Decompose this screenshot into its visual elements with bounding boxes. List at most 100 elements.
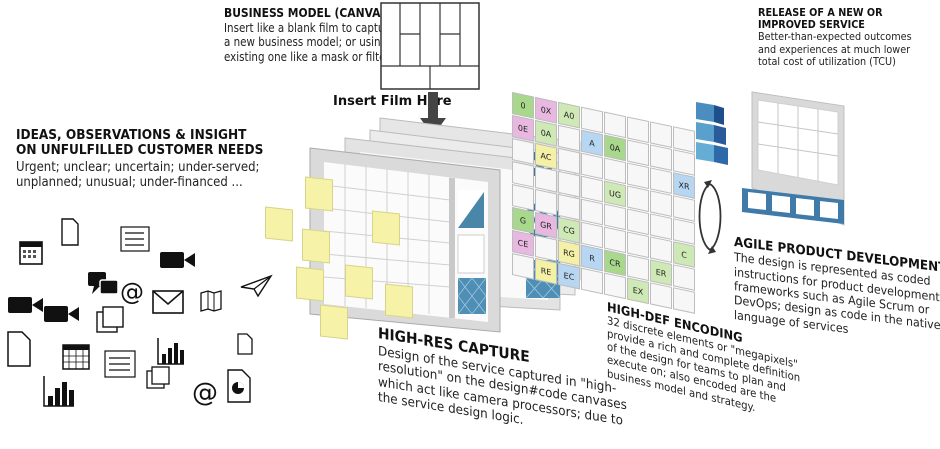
code-cell: 0E	[512, 115, 534, 142]
code-cell	[604, 203, 626, 231]
code-cell	[558, 193, 580, 221]
code-cell	[558, 147, 580, 175]
code-cell: EC	[558, 262, 580, 290]
code-cell: 0A	[535, 119, 557, 147]
sticky-note	[305, 176, 333, 212]
code-cell	[558, 170, 580, 198]
release-body-1: Better-than-expected outcomes	[758, 31, 912, 44]
code-cell: CR	[604, 249, 626, 277]
ideas-title-1: IDEAS, OBSERVATIONS & INSIGHT	[16, 127, 247, 143]
code-cell: RG	[558, 239, 580, 267]
code-cell	[535, 165, 557, 193]
business-model-line-3: existing one like a mask or filter	[224, 49, 390, 64]
code-cell: 0X	[535, 96, 557, 124]
release-title-1: RELEASE OF A NEW OR	[758, 7, 883, 19]
sticky-note	[372, 210, 400, 246]
code-cell: R	[581, 244, 603, 272]
paper-plane-icon	[240, 274, 273, 298]
highres-label: HIGH-RES CAPTURE Design of the service c…	[378, 324, 638, 447]
cycle-arrows-icon	[698, 180, 722, 254]
code-cell	[604, 226, 626, 254]
code-cell: CG	[558, 216, 580, 244]
code-cell: A0	[558, 101, 580, 129]
code-cell	[673, 149, 695, 176]
code-cell: GR	[535, 211, 557, 239]
business-model-label: BUSINESS MODEL (CANVAS) Insert like a bl…	[224, 5, 403, 64]
business-model-line-1: Insert like a blank film to capture	[224, 20, 395, 35]
release-label: RELEASE OF A NEW OR IMPROVED SERVICE Bet…	[758, 7, 933, 69]
code-cell	[673, 287, 695, 314]
code-cell	[512, 184, 534, 211]
code-cell	[581, 152, 603, 180]
code-cell	[650, 236, 672, 264]
bar-chart-icon	[157, 338, 184, 365]
insert-film-label: Insert Film Here	[333, 94, 452, 109]
document-icon	[7, 331, 31, 367]
checklist-icon	[104, 350, 136, 378]
code-cell	[650, 144, 672, 172]
document-icon	[237, 333, 253, 355]
release-body-3: total cost of utilization (TCU)	[758, 56, 896, 69]
business-model-title: BUSINESS MODEL (CANVAS)	[224, 5, 394, 20]
agile-label: AGILE PRODUCT DEVELOPMENT The design is …	[734, 235, 940, 347]
code-cell: A	[581, 129, 603, 157]
code-cell	[558, 124, 580, 152]
chat-bubbles-icon	[88, 272, 119, 295]
code-cell	[650, 167, 672, 195]
sticky-note	[296, 266, 324, 302]
calendar-icon	[62, 344, 90, 370]
code-cell	[627, 185, 649, 213]
at-sign-icon: @	[192, 378, 218, 408]
code-cell	[581, 175, 603, 203]
map-icon	[200, 290, 222, 312]
code-cell: UG	[604, 180, 626, 208]
bar-chart-icon	[43, 376, 74, 407]
photos-icon	[96, 306, 124, 333]
code-cell	[673, 126, 695, 153]
code-cell	[604, 157, 626, 185]
code-cell	[581, 221, 603, 249]
code-cell	[581, 198, 603, 226]
code-cell	[650, 282, 672, 310]
code-cell	[650, 190, 672, 218]
ideas-body-2: unplanned; unusual; under-financed ...	[16, 175, 243, 191]
code-cell	[535, 188, 557, 216]
agile-bars	[696, 102, 728, 165]
sticky-note	[302, 228, 330, 264]
ideas-label: IDEAS, OBSERVATIONS & INSIGHT ON UNFULFI…	[16, 127, 264, 191]
ideas-body-1: Urgent; unclear; uncertain; under-served…	[16, 159, 260, 175]
code-cell: EX	[627, 277, 649, 305]
code-cell	[512, 138, 534, 165]
envelope-icon	[152, 290, 184, 314]
code-cell: AC	[535, 142, 557, 170]
code-cell: 0	[512, 92, 534, 119]
release-body-2: and experiences at much lower	[758, 43, 911, 56]
at-sign-icon: @	[120, 278, 144, 306]
code-cell	[627, 208, 649, 236]
sticky-note	[265, 206, 293, 242]
code-cell	[627, 139, 649, 167]
photos-icon	[146, 366, 170, 389]
code-cell	[627, 162, 649, 190]
sticky-note	[385, 283, 413, 319]
code-cell	[604, 272, 626, 300]
code-cell	[604, 111, 626, 139]
code-cell	[535, 234, 557, 262]
code-cell	[650, 121, 672, 149]
code-cell	[650, 213, 672, 241]
triangle-mark	[458, 192, 484, 228]
pie-chart-document-icon	[227, 369, 251, 403]
document-icon	[61, 218, 79, 246]
ideas-title-2: ON UNFULFILLED CUSTOMER NEEDS	[16, 141, 264, 158]
code-cell	[673, 264, 695, 291]
code-cell: RE	[535, 257, 557, 285]
code-cell: ER	[650, 259, 672, 287]
code-cell	[512, 161, 534, 188]
code-cell	[581, 267, 603, 295]
code-cell	[627, 231, 649, 259]
code-cell: 0A	[604, 134, 626, 162]
business-model-canvas	[380, 2, 480, 90]
code-cell	[512, 253, 534, 280]
calendar-icon	[19, 241, 43, 265]
